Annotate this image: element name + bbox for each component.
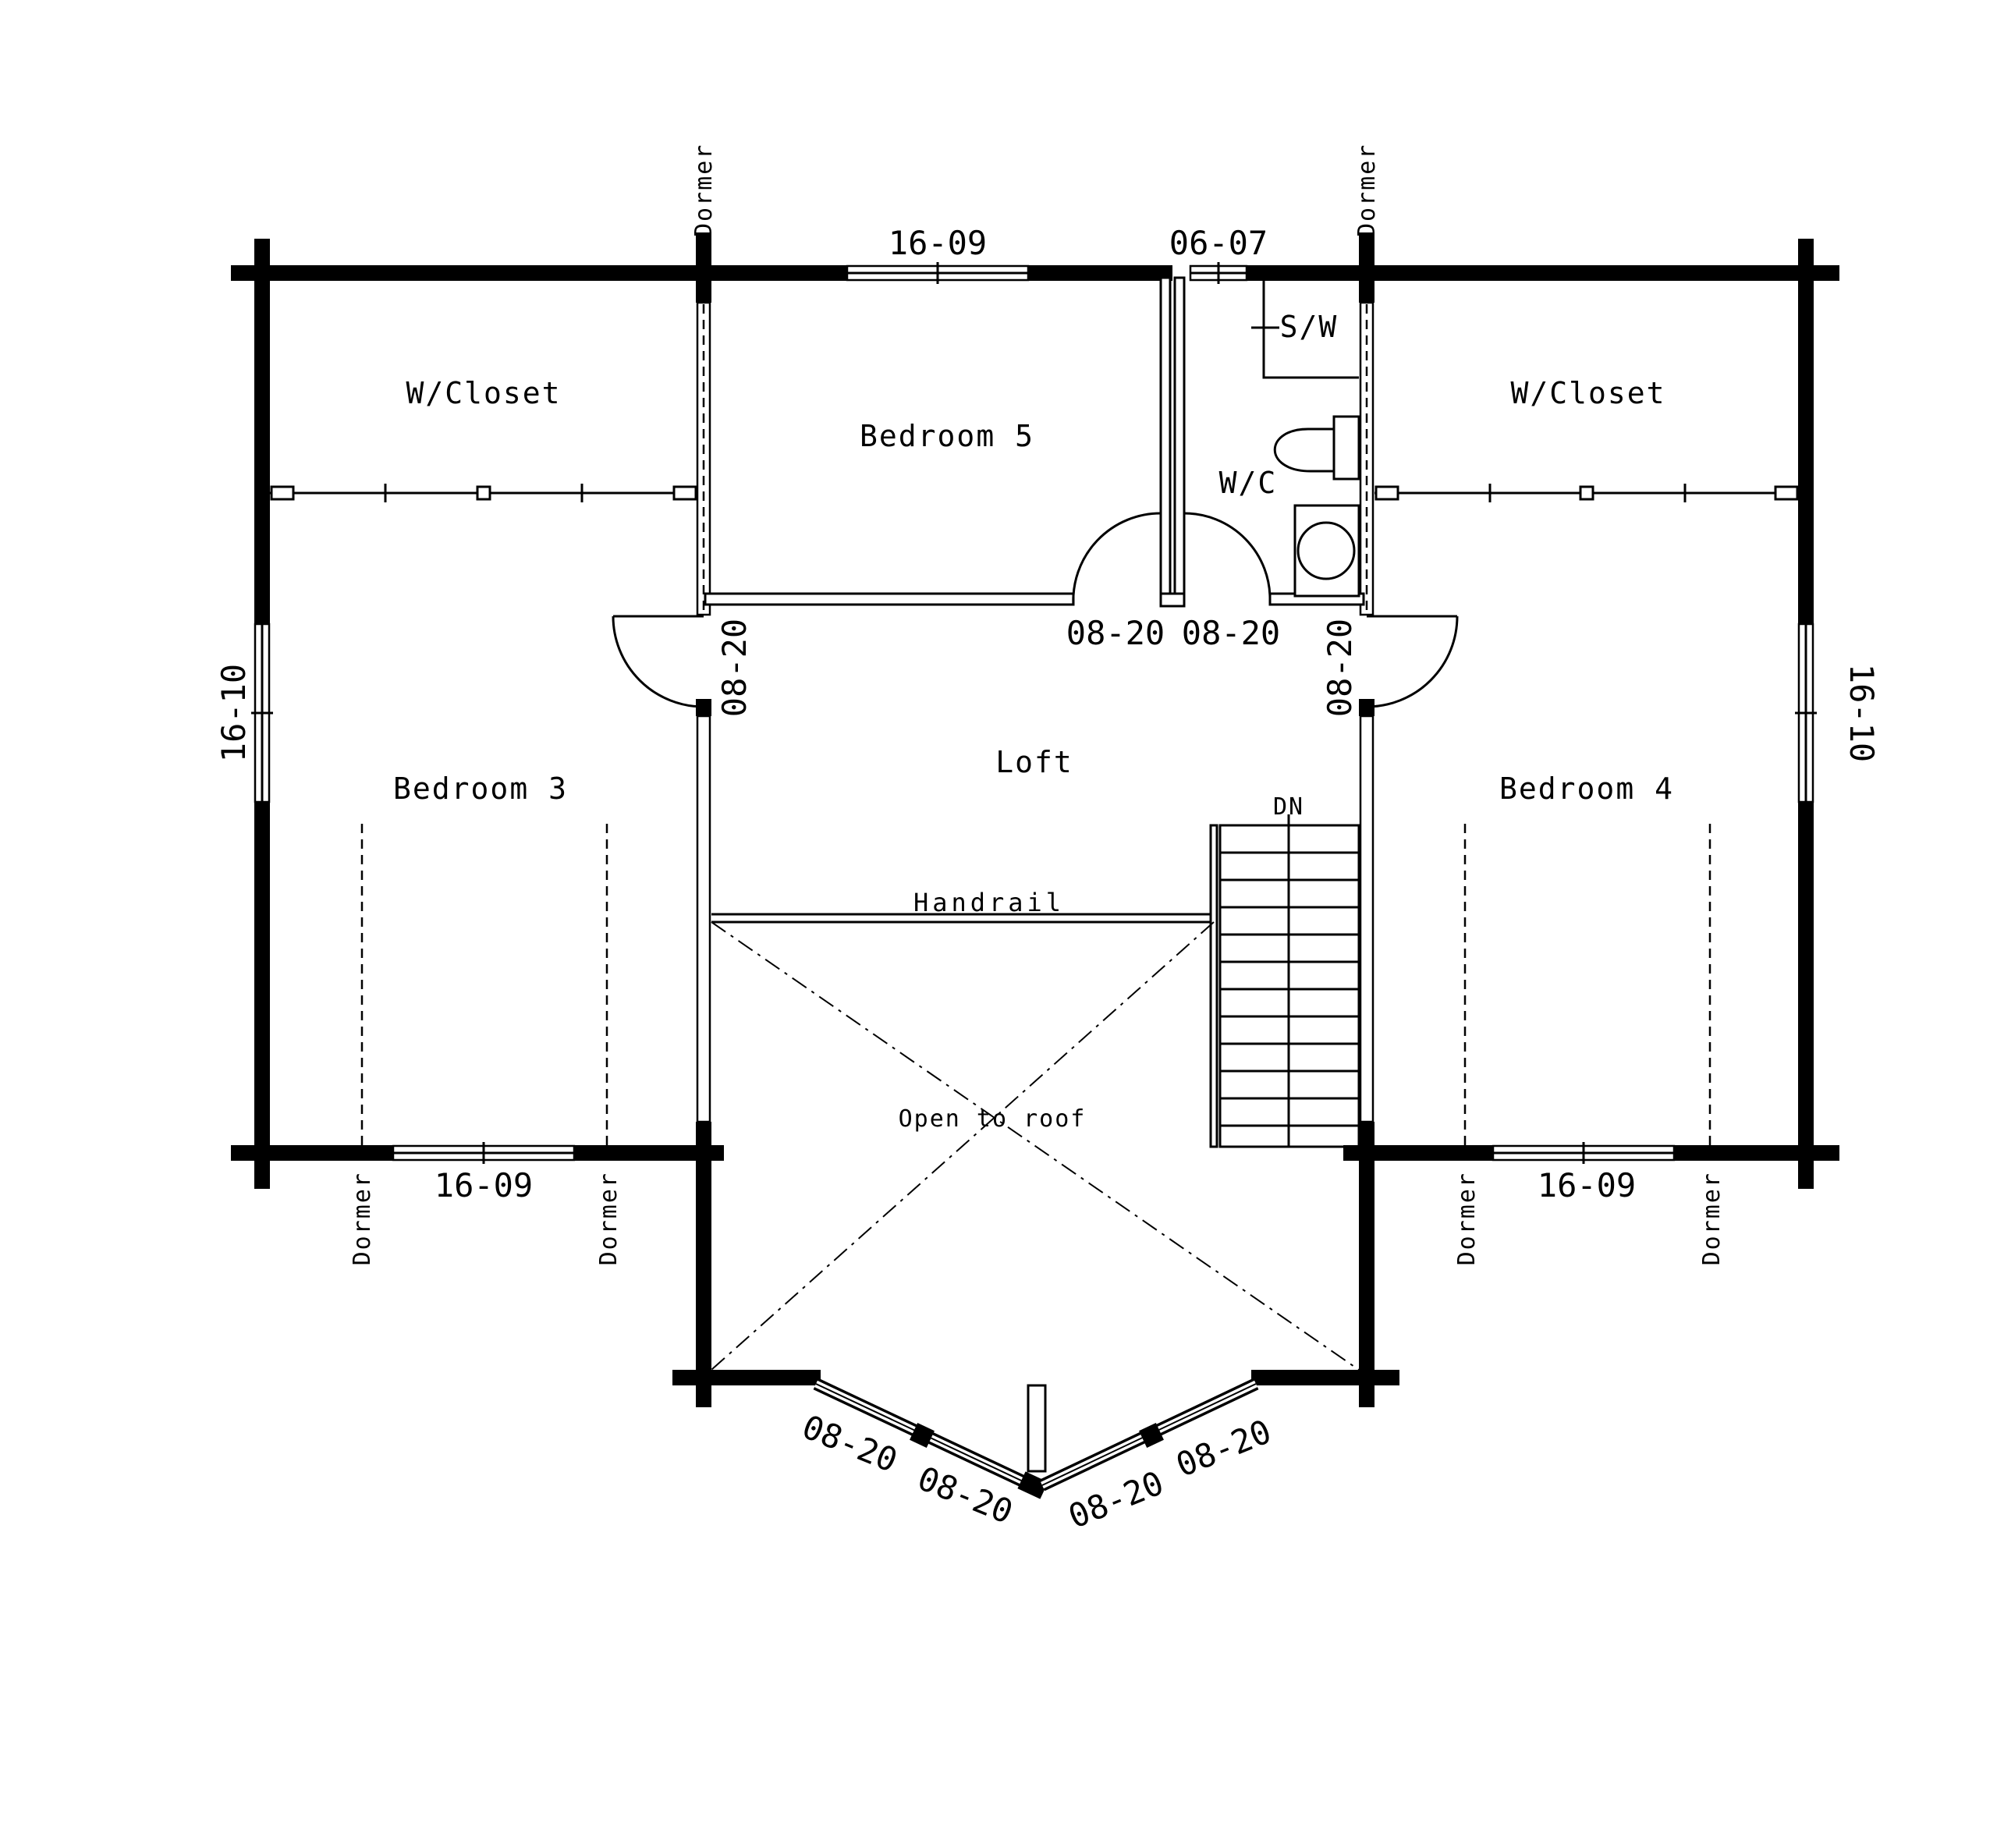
inner-wall-right: [1359, 239, 1374, 1407]
shower-outline: [1251, 281, 1359, 379]
label-window-right-side: 16-10: [1843, 664, 1881, 762]
dormer-guides: [360, 824, 1711, 1145]
door-bedroom5[interactable]: [1072, 512, 1162, 606]
label-handrail: Handrail: [913, 888, 1065, 917]
door-wc[interactable]: [1183, 512, 1272, 605]
sink-fixture: [1293, 504, 1360, 598]
label-door-wc: 08-20: [1182, 614, 1280, 652]
partition-bedroom5: [704, 276, 1365, 608]
window-top-bedroom5: [846, 262, 1030, 284]
bay-walls: [672, 1370, 1399, 1473]
door-bedroom3[interactable]: [612, 615, 704, 708]
label-door-bedroom4: 08-20: [1321, 619, 1359, 717]
label-dormer-top-right: Dormer: [1353, 144, 1381, 237]
window-bottom-bedroom3: [392, 1142, 576, 1164]
label-bedroom4: Bedroom 4: [1499, 771, 1674, 806]
toilet-fixture: [1273, 415, 1360, 481]
window-top-wc: [1189, 262, 1248, 284]
closet-rod-right: [1374, 484, 1799, 502]
label-dormer-bottom-1: Dormer: [349, 1172, 376, 1265]
label-sw: S/W: [1280, 310, 1339, 344]
label-bedroom5: Bedroom 5: [860, 419, 1034, 453]
closet-rod-left: [270, 484, 697, 502]
log-corners: [231, 232, 1839, 1407]
label-wcloset-left: W/Closet: [406, 376, 561, 410]
label-dormer-bottom-3: Dormer: [1453, 1172, 1481, 1265]
label-wcloset-right: W/Closet: [1510, 376, 1665, 410]
inner-wall-left: [696, 239, 711, 1407]
label-window-bottom-bedroom3: 16-09: [435, 1166, 533, 1204]
top-wall: [231, 265, 1839, 281]
label-dormer-top-left: Dormer: [690, 144, 718, 237]
label-open-to-roof: Open to roof: [899, 1105, 1087, 1133]
handrail: [711, 913, 1211, 924]
label-dormer-bottom-2: Dormer: [595, 1172, 623, 1265]
label-window-bottom-bedroom4: 16-09: [1538, 1166, 1636, 1204]
bay-window-right: [1039, 1378, 1259, 1492]
label-window-top-wc: 06-07: [1169, 224, 1268, 262]
label-window-left-side: 16-10: [215, 664, 253, 762]
left-wall: [254, 239, 270, 1189]
window-right-side: [1795, 623, 1817, 803]
label-bedroom3: Bedroom 3: [393, 771, 568, 806]
label-wc: W/C: [1219, 466, 1278, 500]
stairs[interactable]: [1209, 814, 1360, 1148]
open-to-roof-marks: [711, 921, 1360, 1371]
label-stairs-dn: DN: [1273, 793, 1304, 821]
label-loft: Loft: [995, 745, 1073, 779]
label-door-bedroom5: 08-20: [1066, 614, 1165, 652]
bay-window-left: [813, 1378, 1048, 1499]
right-wall: [1798, 239, 1814, 1189]
label-dormer-bottom-4: Dormer: [1698, 1172, 1726, 1265]
window-left-side: [251, 623, 273, 803]
window-bottom-bedroom4: [1492, 1142, 1676, 1164]
door-bedroom4[interactable]: [1366, 615, 1459, 708]
label-window-top-bedroom5: 16-09: [889, 224, 987, 262]
label-door-bedroom3: 08-20: [715, 619, 754, 717]
